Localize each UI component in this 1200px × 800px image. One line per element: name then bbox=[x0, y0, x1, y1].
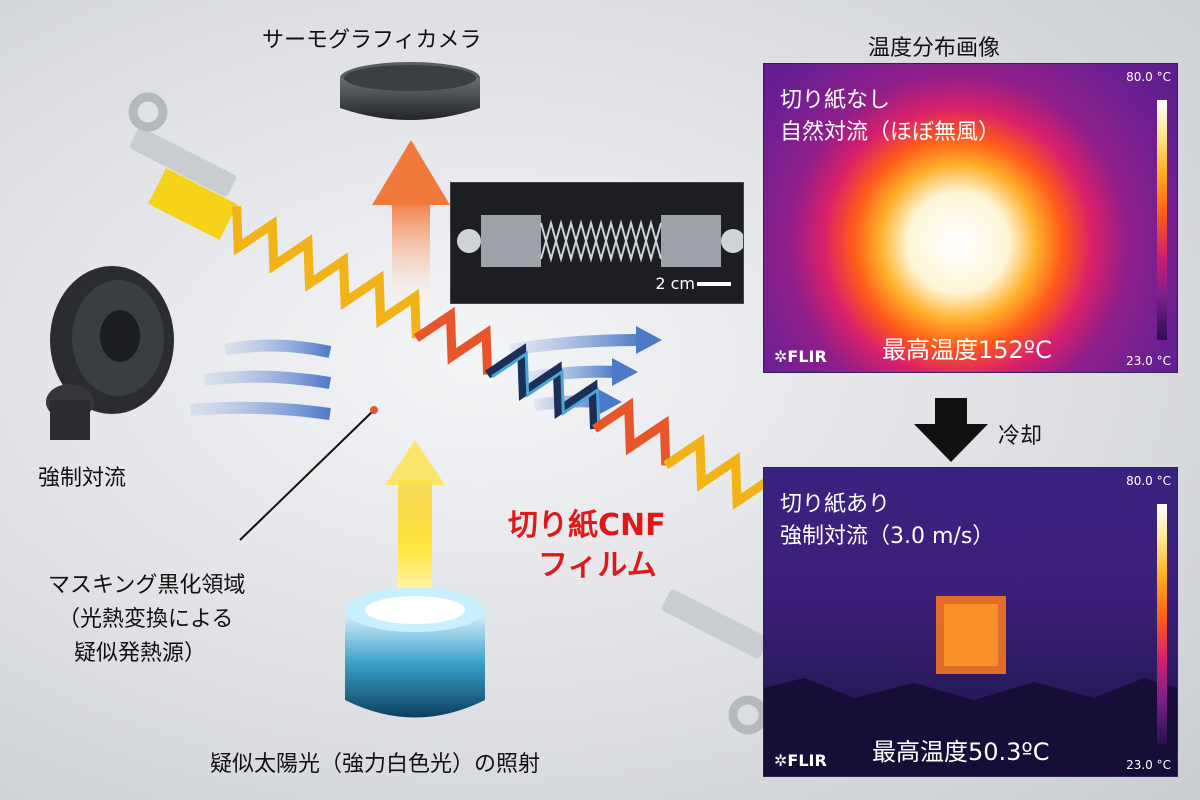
kirigami-film-label-2: フィルム bbox=[538, 540, 657, 584]
panel-bot-brand: FLIR bbox=[787, 751, 826, 770]
panel-top-line2: 自然対流（ほぼ無風） bbox=[780, 118, 1000, 148]
forced-convection-label: 強制対流 bbox=[38, 460, 126, 492]
masking-label-3: 疑似発熱源） bbox=[74, 635, 206, 667]
thermal-image-no-kirigami: 切り紙なし 自然対流（ほぼ無風） 最高温度152ºC 80.0 °C 23.0 … bbox=[763, 63, 1178, 373]
panel-top-line1: 切り紙なし bbox=[780, 86, 890, 116]
camera-label: サーモグラフィカメラ bbox=[262, 22, 482, 54]
panel-top-scale-min: 23.0 °C bbox=[1126, 354, 1171, 368]
cooling-label: 冷却 bbox=[998, 418, 1042, 450]
kirigami-film-label-1: 切り紙CNF bbox=[508, 500, 666, 544]
sample-photo: 2 cm bbox=[450, 182, 744, 304]
panel-top-scale-max: 80.0 °C bbox=[1126, 70, 1171, 84]
panel-bot-scale-max: 80.0 °C bbox=[1126, 474, 1171, 488]
thermal-image-with-kirigami: 切り紙あり 強制対流（3.0 m/s） 最高温度50.3ºC 80.0 °C 2… bbox=[763, 467, 1178, 777]
panel-top-color-scale bbox=[1157, 100, 1167, 340]
lamp-icon bbox=[345, 588, 485, 718]
masking-pointer-line bbox=[240, 406, 378, 540]
thermal-title: 温度分布画像 bbox=[868, 30, 1000, 62]
panel-bot-line1: 切り紙あり bbox=[780, 490, 890, 520]
panel-top-brand: FLIR bbox=[787, 347, 826, 366]
fan-icon bbox=[46, 266, 174, 440]
light-source-label: 疑似太陽光（強力白色光）の照射 bbox=[210, 746, 540, 778]
panel-bot-color-scale bbox=[1157, 504, 1167, 744]
panel-bot-scale-min: 23.0 °C bbox=[1126, 758, 1171, 772]
wind-lines-left bbox=[190, 345, 330, 414]
masking-label-1: マスキング黒化領域 bbox=[48, 567, 245, 599]
photo-scale-bar bbox=[697, 282, 731, 286]
photo-scale-label: 2 cm bbox=[655, 274, 695, 293]
thermal-camera-icon bbox=[340, 62, 480, 120]
masking-label-2: （光熱変換による bbox=[58, 601, 233, 633]
down-arrow-icon bbox=[914, 398, 988, 462]
panel-top-flir-logo: ✲FLIR bbox=[774, 347, 827, 366]
panel-bot-line2: 強制対流（3.0 m/s） bbox=[780, 522, 994, 552]
panel-top-max-temp: 最高温度152ºC bbox=[882, 330, 1052, 365]
wind-arrows-right bbox=[510, 326, 662, 416]
panel-bot-flir-logo: ✲FLIR bbox=[774, 751, 827, 770]
panel-bot-max-temp: 最高温度50.3ºC bbox=[872, 732, 1050, 767]
